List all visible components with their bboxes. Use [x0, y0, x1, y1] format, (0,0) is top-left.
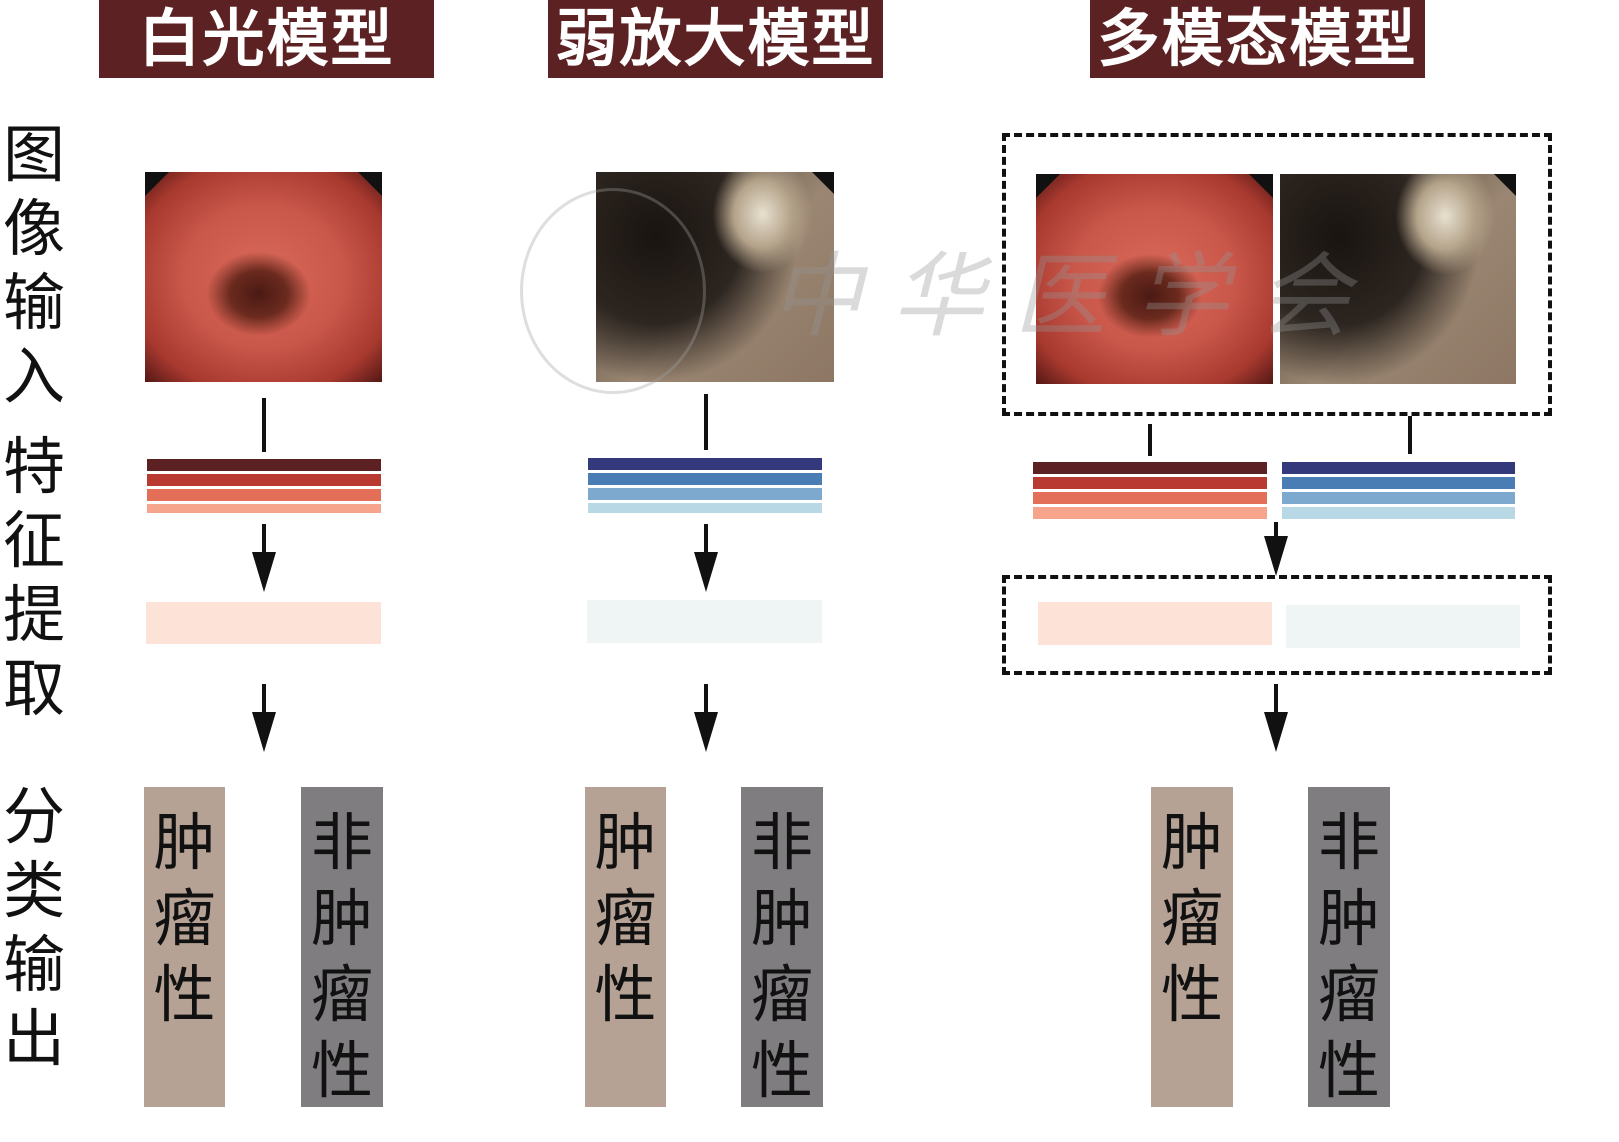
arrow-head [694, 712, 718, 752]
arrow-shaft [1274, 522, 1278, 538]
arrow-shaft [704, 684, 708, 714]
output-char: 性 [153, 958, 216, 1031]
row-label-char: 出 [2, 1002, 65, 1075]
row-label-char: 图 [2, 118, 65, 191]
feature-bar [588, 503, 822, 513]
output-char: 肿 [1160, 806, 1223, 879]
white-light-endoscopy-image [145, 172, 382, 382]
output-char: 非 [310, 806, 373, 879]
output-char: 性 [594, 958, 657, 1031]
feature-bar [1282, 477, 1515, 489]
red-feature-bars [147, 459, 381, 513]
row-label-char: 分 [2, 780, 65, 853]
row-label-char: 输 [2, 266, 65, 339]
output-char: 肿 [594, 806, 657, 879]
row-label-char: 输 [2, 928, 65, 1001]
output-char: 肿 [153, 806, 216, 879]
connector-line [262, 398, 266, 452]
multimodal-fusion-box [1002, 575, 1552, 675]
arrow-shaft [704, 524, 708, 554]
output-char: 肿 [750, 882, 813, 955]
connector-line [1408, 416, 1412, 454]
output-char: 瘤 [310, 958, 373, 1031]
output-char: 肿 [1317, 882, 1380, 955]
header-nbi-model: 弱放大模型 [548, 0, 883, 78]
feature-bar [1033, 462, 1267, 474]
blue-fused-feature [587, 600, 822, 643]
red-fused-feature [1038, 602, 1272, 645]
output-char: 瘤 [1160, 882, 1223, 955]
output-char: 瘤 [1317, 958, 1380, 1031]
multimodal-input-box [1002, 133, 1552, 416]
output-char: 性 [750, 1034, 813, 1107]
output-char: 瘤 [594, 882, 657, 955]
nbi-endoscopy-image [1280, 174, 1516, 384]
row-label-char: 像 [2, 192, 65, 265]
red-feature-bars [1033, 462, 1267, 519]
feature-bar [1033, 492, 1267, 504]
feature-bar [1282, 462, 1515, 474]
arrow-shaft [262, 524, 266, 554]
row-label-char: 取 [2, 652, 65, 725]
feature-bar [1282, 492, 1515, 504]
output-char: 性 [310, 1034, 373, 1107]
output-char: 非 [1317, 806, 1380, 879]
output-neoplastic: 肿 瘤 性 [585, 787, 666, 1107]
feature-bar [147, 474, 381, 486]
output-char: 瘤 [750, 958, 813, 1031]
feature-bar [1033, 477, 1267, 489]
red-fused-feature [146, 602, 381, 644]
row-label-char: 入 [2, 340, 65, 413]
blue-feature-bars [1282, 462, 1515, 519]
row-label-feature-extraction: 特 征 提 取 [0, 430, 68, 726]
watermark-seal [520, 188, 706, 394]
row-label-char: 特 [2, 430, 65, 503]
output-char: 性 [1160, 958, 1223, 1031]
arrow-shaft [1274, 684, 1278, 714]
output-char: 非 [750, 806, 813, 879]
feature-bar [588, 473, 822, 485]
feature-bar [147, 459, 381, 471]
row-label-image-input: 图 像 输 入 [0, 118, 68, 414]
blue-feature-bars [588, 458, 822, 513]
output-neoplastic: 肿 瘤 性 [144, 787, 225, 1107]
arrow-head [694, 552, 718, 592]
blue-fused-feature [1286, 605, 1520, 648]
connector-line [704, 394, 708, 450]
header-multimodal-model: 多模态模型 [1090, 0, 1425, 78]
feature-bar [147, 504, 381, 513]
row-label-char: 类 [2, 854, 65, 927]
feature-bar [588, 488, 822, 500]
feature-bar [1033, 507, 1267, 519]
arrow-head [1264, 536, 1288, 576]
output-non-neoplastic: 非 肿 瘤 性 [1308, 787, 1390, 1107]
watermark-text: 中华医学会 [770, 243, 1381, 350]
feature-bar [147, 489, 381, 501]
row-label-classification-output: 分 类 输 出 [0, 780, 68, 1076]
arrow-head [252, 712, 276, 752]
header-white-light-model: 白光模型 [99, 0, 434, 78]
arrow-head [1264, 712, 1288, 752]
arrow-shaft [262, 684, 266, 714]
row-label-char: 征 [2, 504, 65, 577]
output-neoplastic: 肿 瘤 性 [1151, 787, 1233, 1107]
output-non-neoplastic: 非 肿 瘤 性 [741, 787, 823, 1107]
row-label-char: 提 [2, 578, 65, 651]
output-non-neoplastic: 非 肿 瘤 性 [301, 787, 383, 1107]
output-char: 瘤 [153, 882, 216, 955]
connector-line [1148, 424, 1152, 456]
output-char: 肿 [310, 882, 373, 955]
white-light-endoscopy-image [1036, 174, 1273, 384]
arrow-head [252, 552, 276, 592]
output-char: 性 [1317, 1034, 1380, 1107]
feature-bar [588, 458, 822, 470]
feature-bar [1282, 507, 1515, 519]
